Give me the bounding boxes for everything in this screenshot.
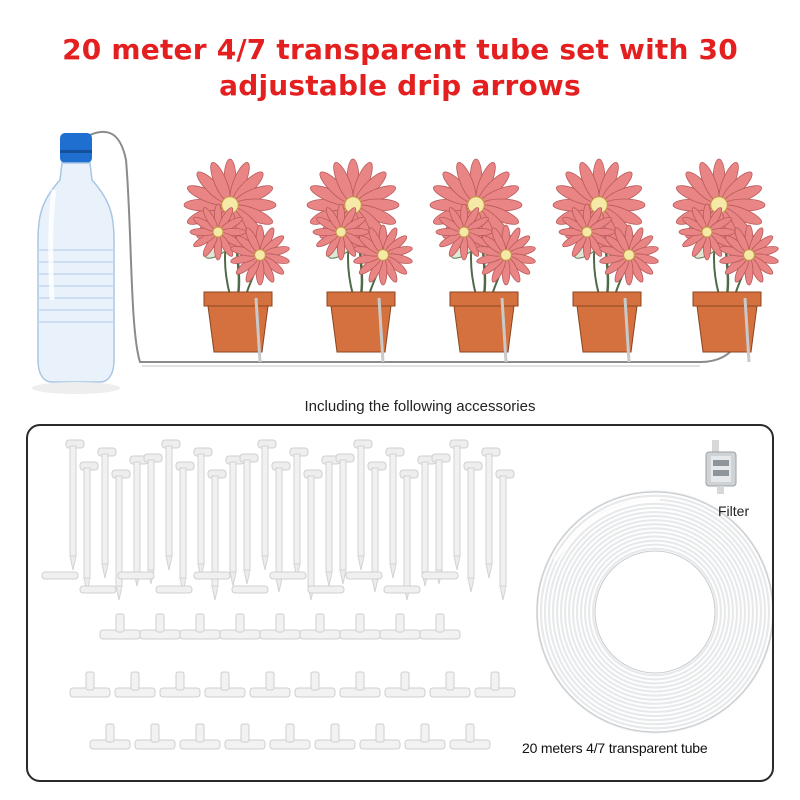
tee-connector-icon [429,671,471,698]
drip-arrow-icon [97,447,117,579]
drip-arrow-icon [41,571,79,580]
tee-connector-icon [224,723,266,750]
tee-connector-icon [474,671,516,698]
flower-pot-icon [552,158,659,363]
tee-connector-icon [419,613,461,640]
tee-connector-icon [179,613,221,640]
drip-arrow-icon [335,453,355,585]
tee-connector-icon [204,671,246,698]
drip-arrow-icon [231,585,269,594]
drip-arrow-icon [79,585,117,594]
tee-connector-icon [299,613,341,640]
drip-arrow-icon [383,585,421,594]
tee-connector-icon [89,723,131,750]
title-line-1: 20 meter 4/7 transparent tube set with 3… [62,33,738,66]
filter-icon [705,440,737,494]
drip-arrow-icon [111,469,131,601]
accessories-heading: Including the following accessories [304,398,536,415]
drip-arrow-icon [353,439,373,571]
drip-arrow-icon [307,585,345,594]
title-line-2: adjustable drip arrows [219,69,581,102]
drip-arrow-icon [193,571,231,580]
drip-arrow-icon [155,585,193,594]
tee-connector-icon [404,723,446,750]
drip-arrow-icon [193,447,213,579]
tee-connector-icon [134,723,176,750]
flower-pot-icon [183,158,290,363]
drip-arrow-icon [239,453,259,585]
tee-connector-icon [139,613,181,640]
drip-arrow-icon [143,453,163,585]
tee-connector-icon [269,723,311,750]
drip-arrow-icon [385,447,405,579]
tee-connector-icon [294,671,336,698]
tube-label: 20 meters 4/7 transparent tube [522,740,708,756]
tee-connector-icon [249,671,291,698]
tee-connector-icon [69,671,111,698]
flower-pot-icon [672,158,779,363]
flower-pot-icon [306,158,413,363]
filter-label: Filter [718,503,750,519]
drip-arrow-icon [463,461,483,593]
drip-arrow-icon [175,461,195,593]
tee-connector-icon [159,671,201,698]
tee-connector-icon [114,671,156,698]
drip-arrow-icon [79,461,99,593]
drip-arrow-icon [117,571,155,580]
tee-connector-icon [179,723,221,750]
tee-connector-icon [359,723,401,750]
drip-arrow-icon [321,455,341,587]
drip-arrow-icon [289,447,309,579]
accessories-panel [26,424,774,782]
tee-connector-icon [339,613,381,640]
tee-connector-icon [339,671,381,698]
flower-pot-icon [429,158,536,363]
drip-arrow-icon [65,439,85,571]
drip-arrow-icon [269,571,307,580]
drip-arrow-icon [345,571,383,580]
drip-arrow-icon [449,439,469,571]
tee-connector-icon [314,723,356,750]
drip-arrow-icon [207,469,227,601]
drip-arrow-icon [257,439,277,571]
tee-connector-icon [259,613,301,640]
water-bottle-icon [32,133,120,394]
drip-arrow-icon [421,571,459,580]
drip-arrow-icon [161,439,181,571]
page-title: 20 meter 4/7 transparent tube set with 3… [0,32,800,104]
tee-connector-icon [384,671,426,698]
drip-arrow-icon [481,447,501,579]
drip-arrow-icon [495,469,515,601]
tee-connector-icon [449,723,491,750]
